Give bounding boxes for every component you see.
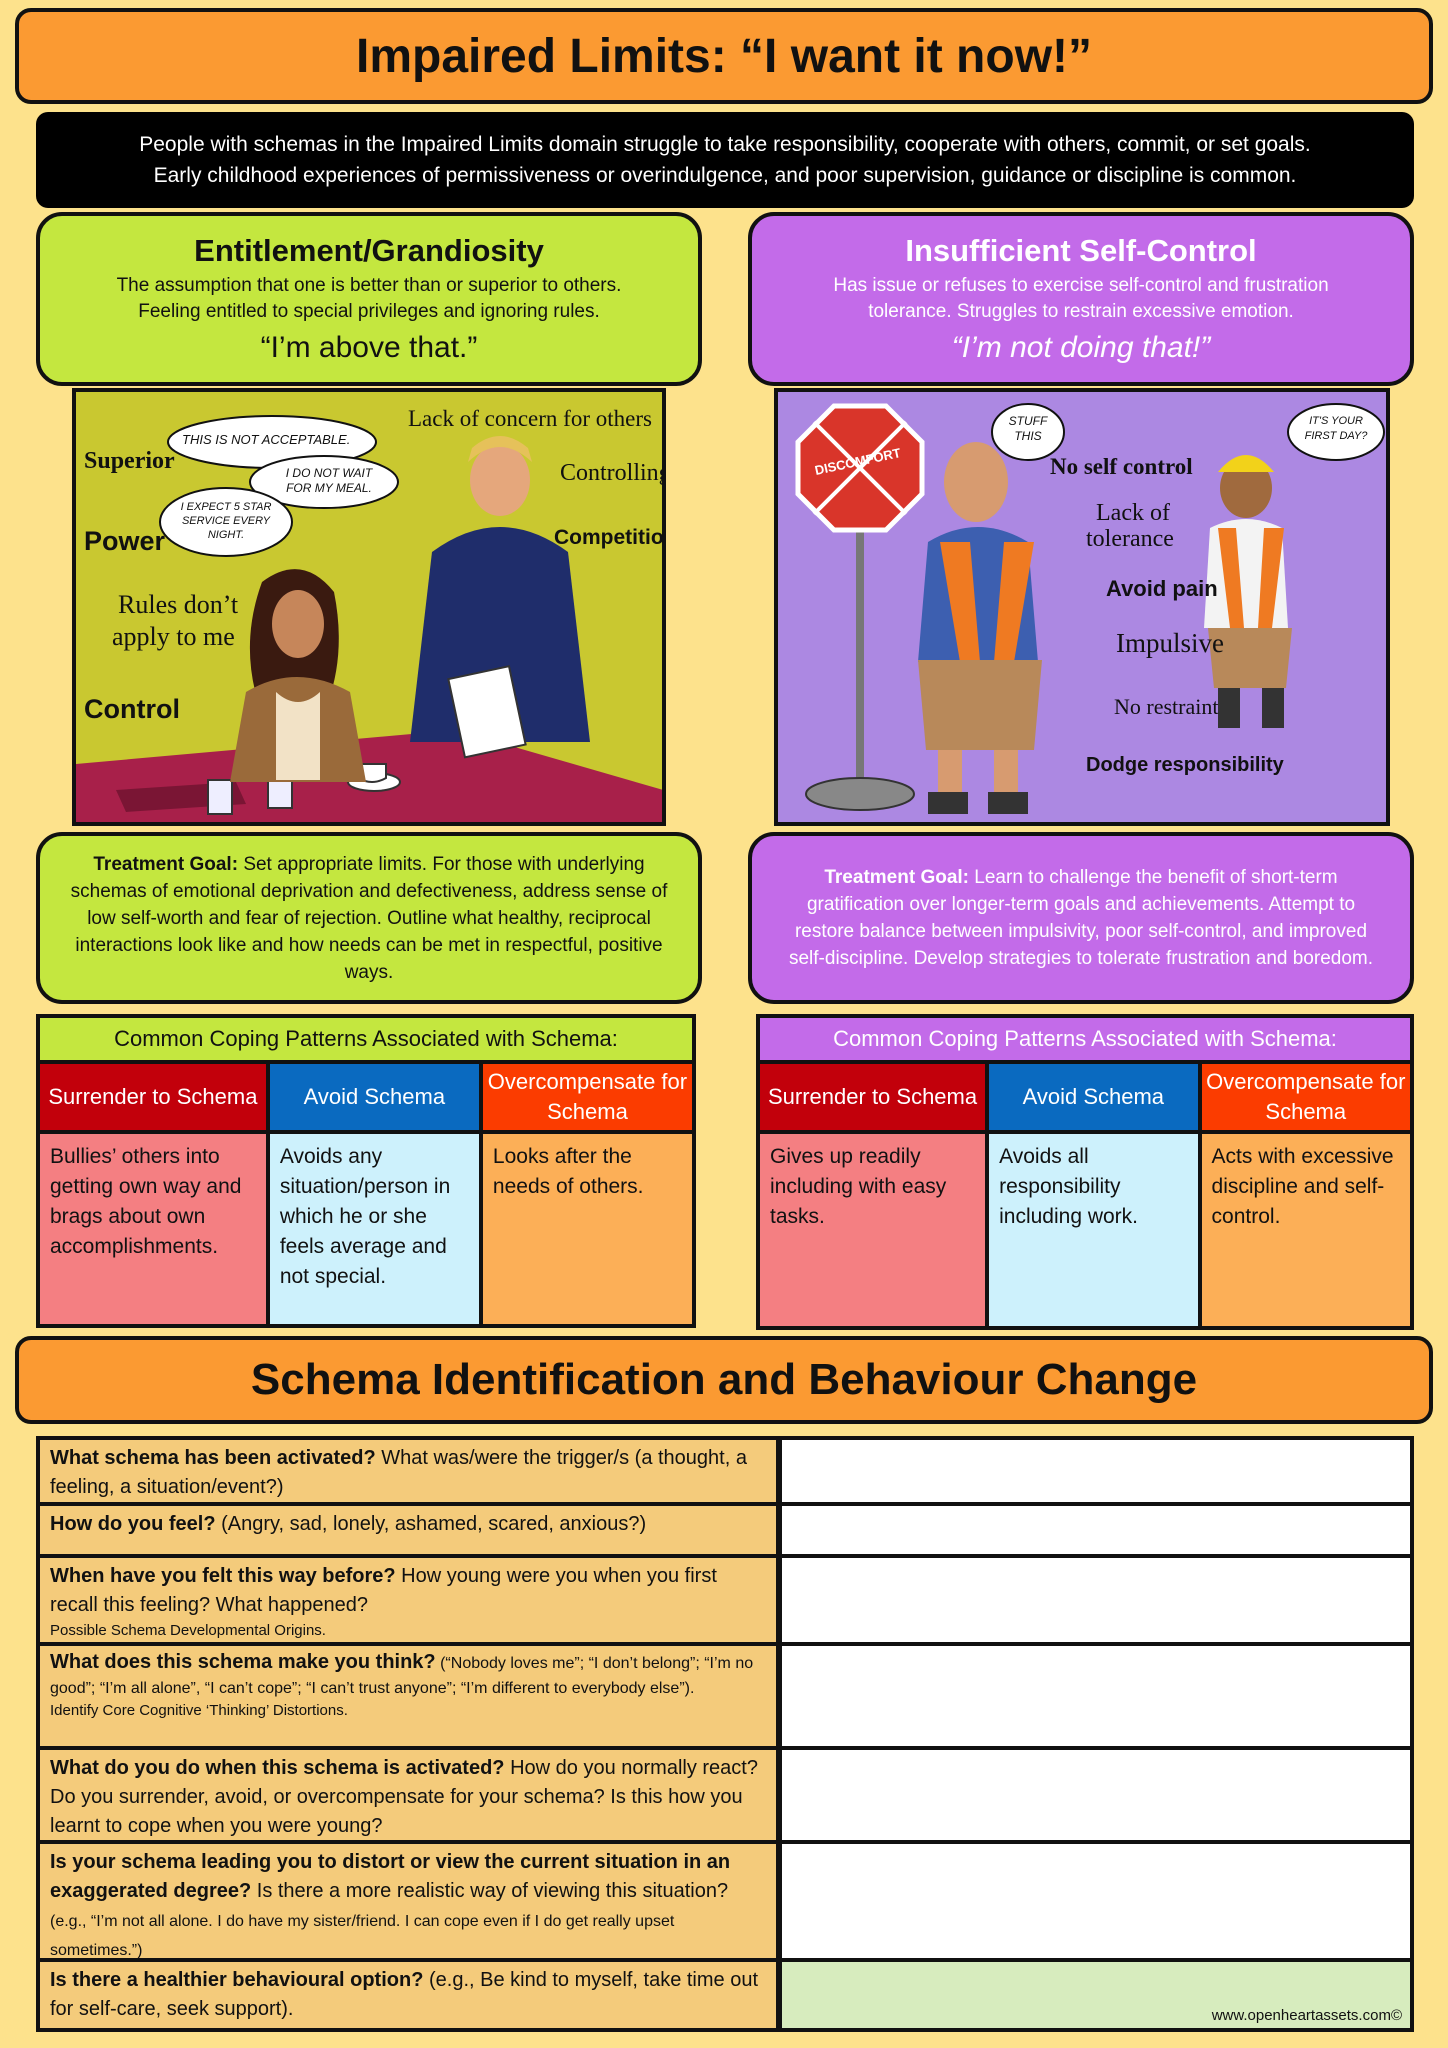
worksheet-question: What schema has been activated? What was… [40, 1440, 776, 1502]
intro-box: People with schemas in the Impaired Limi… [36, 112, 1414, 208]
self-control-card: Insufficient Self-Control Has issue or r… [748, 212, 1414, 386]
trait-word: No self control [1050, 454, 1193, 479]
speech-bubble-2: I DO NOT WAIT FOR MY MEAL. [285, 466, 373, 495]
trait-word: Rules don’t [118, 590, 239, 619]
worksite-scene-image [795, 403, 1385, 814]
trait-word: Impulsive [1116, 628, 1224, 658]
entitlement-desc-2: Feeling entitled to special privileges a… [138, 301, 600, 322]
trait-word: Lack of concern for others [408, 406, 652, 431]
self-control-treatment-goal: Treatment Goal: Learn to challenge the b… [748, 832, 1414, 1004]
self-control-coping-table: Common Coping Patterns Associated with S… [756, 1014, 1414, 1330]
self-control-heading: Insufficient Self-Control [905, 233, 1257, 268]
worksheet-question: What does this schema make you think? (“… [40, 1646, 776, 1746]
surrender-label: Surrender to Schema [760, 1064, 986, 1130]
surrender-text: Bullies’ others into getting own way and… [40, 1134, 266, 1324]
overcompensate-text: Looks after the needs of others. [482, 1134, 692, 1324]
worksheet-question: Is there a healthier behavioural option?… [40, 1962, 776, 2028]
worksheet-row: What schema has been activated? What was… [40, 1440, 1410, 1502]
goal-label: Treatment Goal: [824, 867, 970, 888]
goal-text: Learn to challenge the benefit of short-… [788, 867, 1374, 969]
entitlement-illustration: THIS IS NOT ACCEPTABLE. I DO NOT WAIT FO… [72, 388, 666, 826]
worksheet-question: How do you feel? (Angry, sad, lonely, as… [40, 1506, 776, 1554]
trait-word: Lack of [1096, 500, 1170, 526]
speech-bubble-3: I EXPECT 5 STAR SERVICE EVERY NIGHT. [180, 501, 272, 541]
worksheet-answer-field[interactable] [782, 1440, 1410, 1502]
worksheet-row: What do you do when this schema is activ… [40, 1750, 1410, 1840]
trait-word: tolerance [1086, 526, 1174, 552]
overcompensate-label: Overcompensate for Schema [1201, 1064, 1410, 1130]
section-title: Schema Identification and Behaviour Chan… [15, 1336, 1433, 1424]
trait-word: apply to me [112, 622, 235, 651]
entitlement-heading: Entitlement/Grandiosity [194, 233, 544, 268]
worksheet-question: What do you do when this schema is activ… [40, 1750, 776, 1840]
entitlement-quote: “I’m above that.” [260, 331, 478, 364]
worksheet-row: How do you feel? (Angry, sad, lonely, as… [40, 1506, 1410, 1554]
trait-word: Dodge responsibility [1086, 754, 1284, 776]
footer-url: www.openheartassets.com© [1211, 2007, 1402, 2024]
trait-word: No restraint [1114, 694, 1219, 719]
worksheet-question: Is your schema leading you to distort or… [40, 1844, 776, 1959]
restaurant-scene-image [76, 415, 662, 822]
worksheet-row: Is your schema leading you to distort or… [40, 1844, 1410, 1959]
self-control-desc-1: Has issue or refuses to exercise self-co… [833, 275, 1329, 296]
worksheet-table: What schema has been activated? What was… [36, 1436, 1414, 2032]
trait-word: Controlling [560, 460, 666, 486]
worksheet-answer-field[interactable] [782, 1506, 1410, 1554]
entitlement-card: Entitlement/Grandiosity The assumption t… [36, 212, 702, 386]
worksheet-answer-field[interactable] [782, 1646, 1410, 1746]
coping-header: Common Coping Patterns Associated with S… [40, 1018, 692, 1064]
self-control-quote: “I’m not doing that!” [951, 331, 1211, 364]
trait-word: Avoid pain [1106, 576, 1218, 601]
worksheet-answer-field[interactable] [782, 1844, 1410, 1958]
entitlement-desc-1: The assumption that one is better than o… [116, 275, 622, 296]
worksheet-answer-field[interactable]: www.openheartassets.com© [782, 1962, 1410, 2028]
avoid-text: Avoids all responsibility including work… [989, 1134, 1198, 1326]
coping-header: Common Coping Patterns Associated with S… [760, 1018, 1410, 1064]
avoid-label: Avoid Schema [989, 1064, 1198, 1130]
speech-bubble-2: IT'S YOUR FIRST DAY? [1304, 415, 1368, 442]
surrender-label: Surrender to Schema [40, 1064, 266, 1130]
trait-word: Competition [554, 526, 666, 549]
trait-word: Superior [84, 448, 175, 474]
trait-word: Power [84, 526, 166, 556]
avoid-label: Avoid Schema [269, 1064, 479, 1130]
worksheet-row: When have you felt this way before? How … [40, 1558, 1410, 1642]
worksheet-answer-field[interactable] [782, 1558, 1410, 1642]
entitlement-coping-table: Common Coping Patterns Associated with S… [36, 1014, 696, 1328]
page-title: Impaired Limits: “I want it now!” [15, 8, 1433, 104]
speech-bubble-1: THIS IS NOT ACCEPTABLE. [182, 432, 351, 447]
worksheet-question: When have you felt this way before? How … [40, 1558, 776, 1642]
goal-label: Treatment Goal: [93, 853, 239, 875]
worksheet-row: Is there a healthier behavioural option?… [40, 1962, 1410, 2028]
intro-line-2: Early childhood experiences of permissiv… [153, 164, 1297, 187]
overcompensate-label: Overcompensate for Schema [482, 1064, 692, 1130]
surrender-text: Gives up readily including with easy tas… [760, 1134, 986, 1326]
goal-text: Set appropriate limits. For those with u… [70, 853, 668, 983]
speech-bubble-1: STUFF THIS [1008, 414, 1048, 443]
self-control-desc-2: tolerance. Struggles to restrain excessi… [868, 301, 1294, 322]
self-control-illustration: DISCOMFORT STUFF THIS IT'S YOUR FIRST DA… [774, 388, 1390, 826]
trait-word: Control [84, 694, 180, 724]
avoid-text: Avoids any situation/person in which he … [269, 1134, 479, 1324]
intro-line-1: People with schemas in the Impaired Limi… [139, 133, 1311, 156]
overcompensate-text: Acts with excessive discipline and self-… [1201, 1134, 1410, 1326]
entitlement-treatment-goal: Treatment Goal: Set appropriate limits. … [36, 832, 702, 1004]
worksheet-row: What does this schema make you think? (“… [40, 1646, 1410, 1746]
worksheet-answer-field[interactable] [782, 1750, 1410, 1840]
